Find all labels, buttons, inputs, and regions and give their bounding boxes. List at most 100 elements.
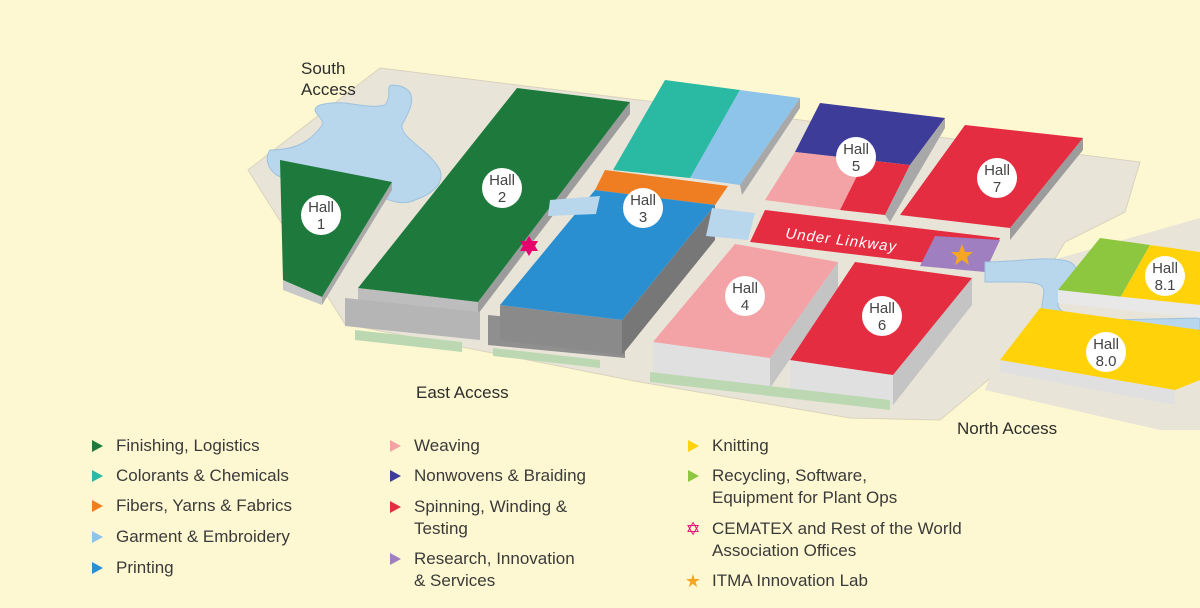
innovation-lab-marker[interactable] [951,244,973,265]
hall-6-number: 6 [878,317,886,334]
south-access-line: South [301,59,345,78]
hall-2-side[interactable] [358,288,478,314]
legend-item: Knitting [682,435,769,457]
hall-4-number: 4 [741,297,749,314]
hall-5-number: 5 [852,158,860,175]
triangle-icon [86,495,108,517]
legend-label: Colorants & Chemicals [116,466,289,485]
north-entrance-green [650,372,890,410]
legend-label: Garment & Embroidery [116,527,290,546]
legend-item: Recycling, Software, Equipment for Plant… [682,465,897,509]
south-access-line: Access [301,80,356,99]
hall-6-side2[interactable] [893,278,972,405]
linkway-hall2-hall3 [548,196,600,216]
east-access-label: East Access [416,383,509,402]
hall-8-1-recycling[interactable] [1058,238,1150,298]
hall-3-block[interactable] [500,190,715,320]
nonwovens-block[interactable] [795,103,945,165]
hall-8-0-side[interactable] [1000,360,1175,405]
legend-label: CEMATEX and Rest of the World Associatio… [712,519,962,560]
hall-3-label: Hall [630,192,656,209]
hall-4-side[interactable] [653,342,770,388]
cematex-office-marker[interactable] [520,236,538,256]
triangle-icon [682,465,704,487]
linkway-hall3-hall4 [706,208,755,240]
triangle-icon [682,435,704,457]
hall-1-label: Hall [308,199,334,216]
legend-item: ✡CEMATEX and Rest of the World Associati… [682,518,962,562]
hall-8-1-label: Hall [1152,260,1178,277]
garment-block[interactable] [690,90,800,185]
triangle-icon [384,548,406,570]
hall-3-number: 3 [639,209,647,226]
hall-1-block[interactable] [280,160,392,297]
legend-label: Fibers, Yarns & Fabrics [116,496,293,515]
garment-side [740,98,800,195]
triangle-icon [384,496,406,518]
hall-4-side2[interactable] [770,262,838,388]
hall-5-spinning[interactable] [840,160,910,215]
hall-8-0-label: Hall [1093,336,1119,353]
hall-5-label: Hall [843,141,869,158]
hall-8-0-number: 8.0 [1096,353,1117,370]
hall-1-side[interactable] [283,280,322,305]
legend-label: Knitting [712,436,769,455]
legend-label: Printing [116,558,174,577]
legend-item: Colorants & Chemicals [86,465,289,487]
legend-label: Finishing, Logistics [116,436,260,455]
legend-item: Garment & Embroidery [86,526,290,548]
colorants-block[interactable] [613,80,740,178]
legend-item: Spinning, Winding & Testing [384,496,567,540]
hall-1-number: 1 [317,216,325,233]
legend-label: Recycling, Software, Equipment for Plant… [712,466,898,507]
legend-item: Finishing, Logistics [86,435,260,457]
hall-6-label: Hall [869,300,895,317]
east-base-strip-1 [345,298,480,340]
east-entrance-green-1 [355,330,462,352]
legend-item: Research, Innovation & Services [384,548,575,592]
hall-2-label: Hall [489,172,515,189]
east-entrance-green-2 [493,348,600,368]
hall-3-side[interactable] [500,305,622,355]
hall-7-label: Hall [984,162,1010,179]
fibers-yarns-block[interactable] [595,170,728,205]
legend-item: Fibers, Yarns & Fabrics [86,495,292,517]
triangle-icon [86,557,108,579]
legend-item: Nonwovens & Braiding [384,465,586,487]
legend-label: Weaving [414,436,480,455]
hall-7-number: 7 [993,179,1001,196]
triangle-icon [86,435,108,457]
hall-8-1-side [1058,290,1200,318]
legend-item: Weaving [384,435,480,457]
legend-item: Printing [86,557,174,579]
legend-label: Spinning, Winding & Testing [414,497,568,538]
legend-label: ITMA Innovation Lab [712,571,868,590]
triangle-icon [384,435,406,457]
hall-3-side2[interactable] [622,205,715,355]
star-icon [951,244,973,265]
legend-item: ★ ITMA Innovation Lab [682,570,868,592]
hall-5-side [885,118,945,222]
hall-8-1-number: 8.1 [1155,277,1176,294]
triangle-icon [86,526,108,548]
star-icon: ★ [684,571,702,591]
hall-2-number: 2 [498,189,506,206]
triangle-icon [384,465,406,487]
hall-1-side2[interactable] [322,182,392,305]
hall-7-side[interactable] [1010,138,1083,240]
north-access-label: North Access [957,419,1057,438]
triangle-icon [86,465,108,487]
legend-label: Nonwovens & Braiding [414,466,586,485]
